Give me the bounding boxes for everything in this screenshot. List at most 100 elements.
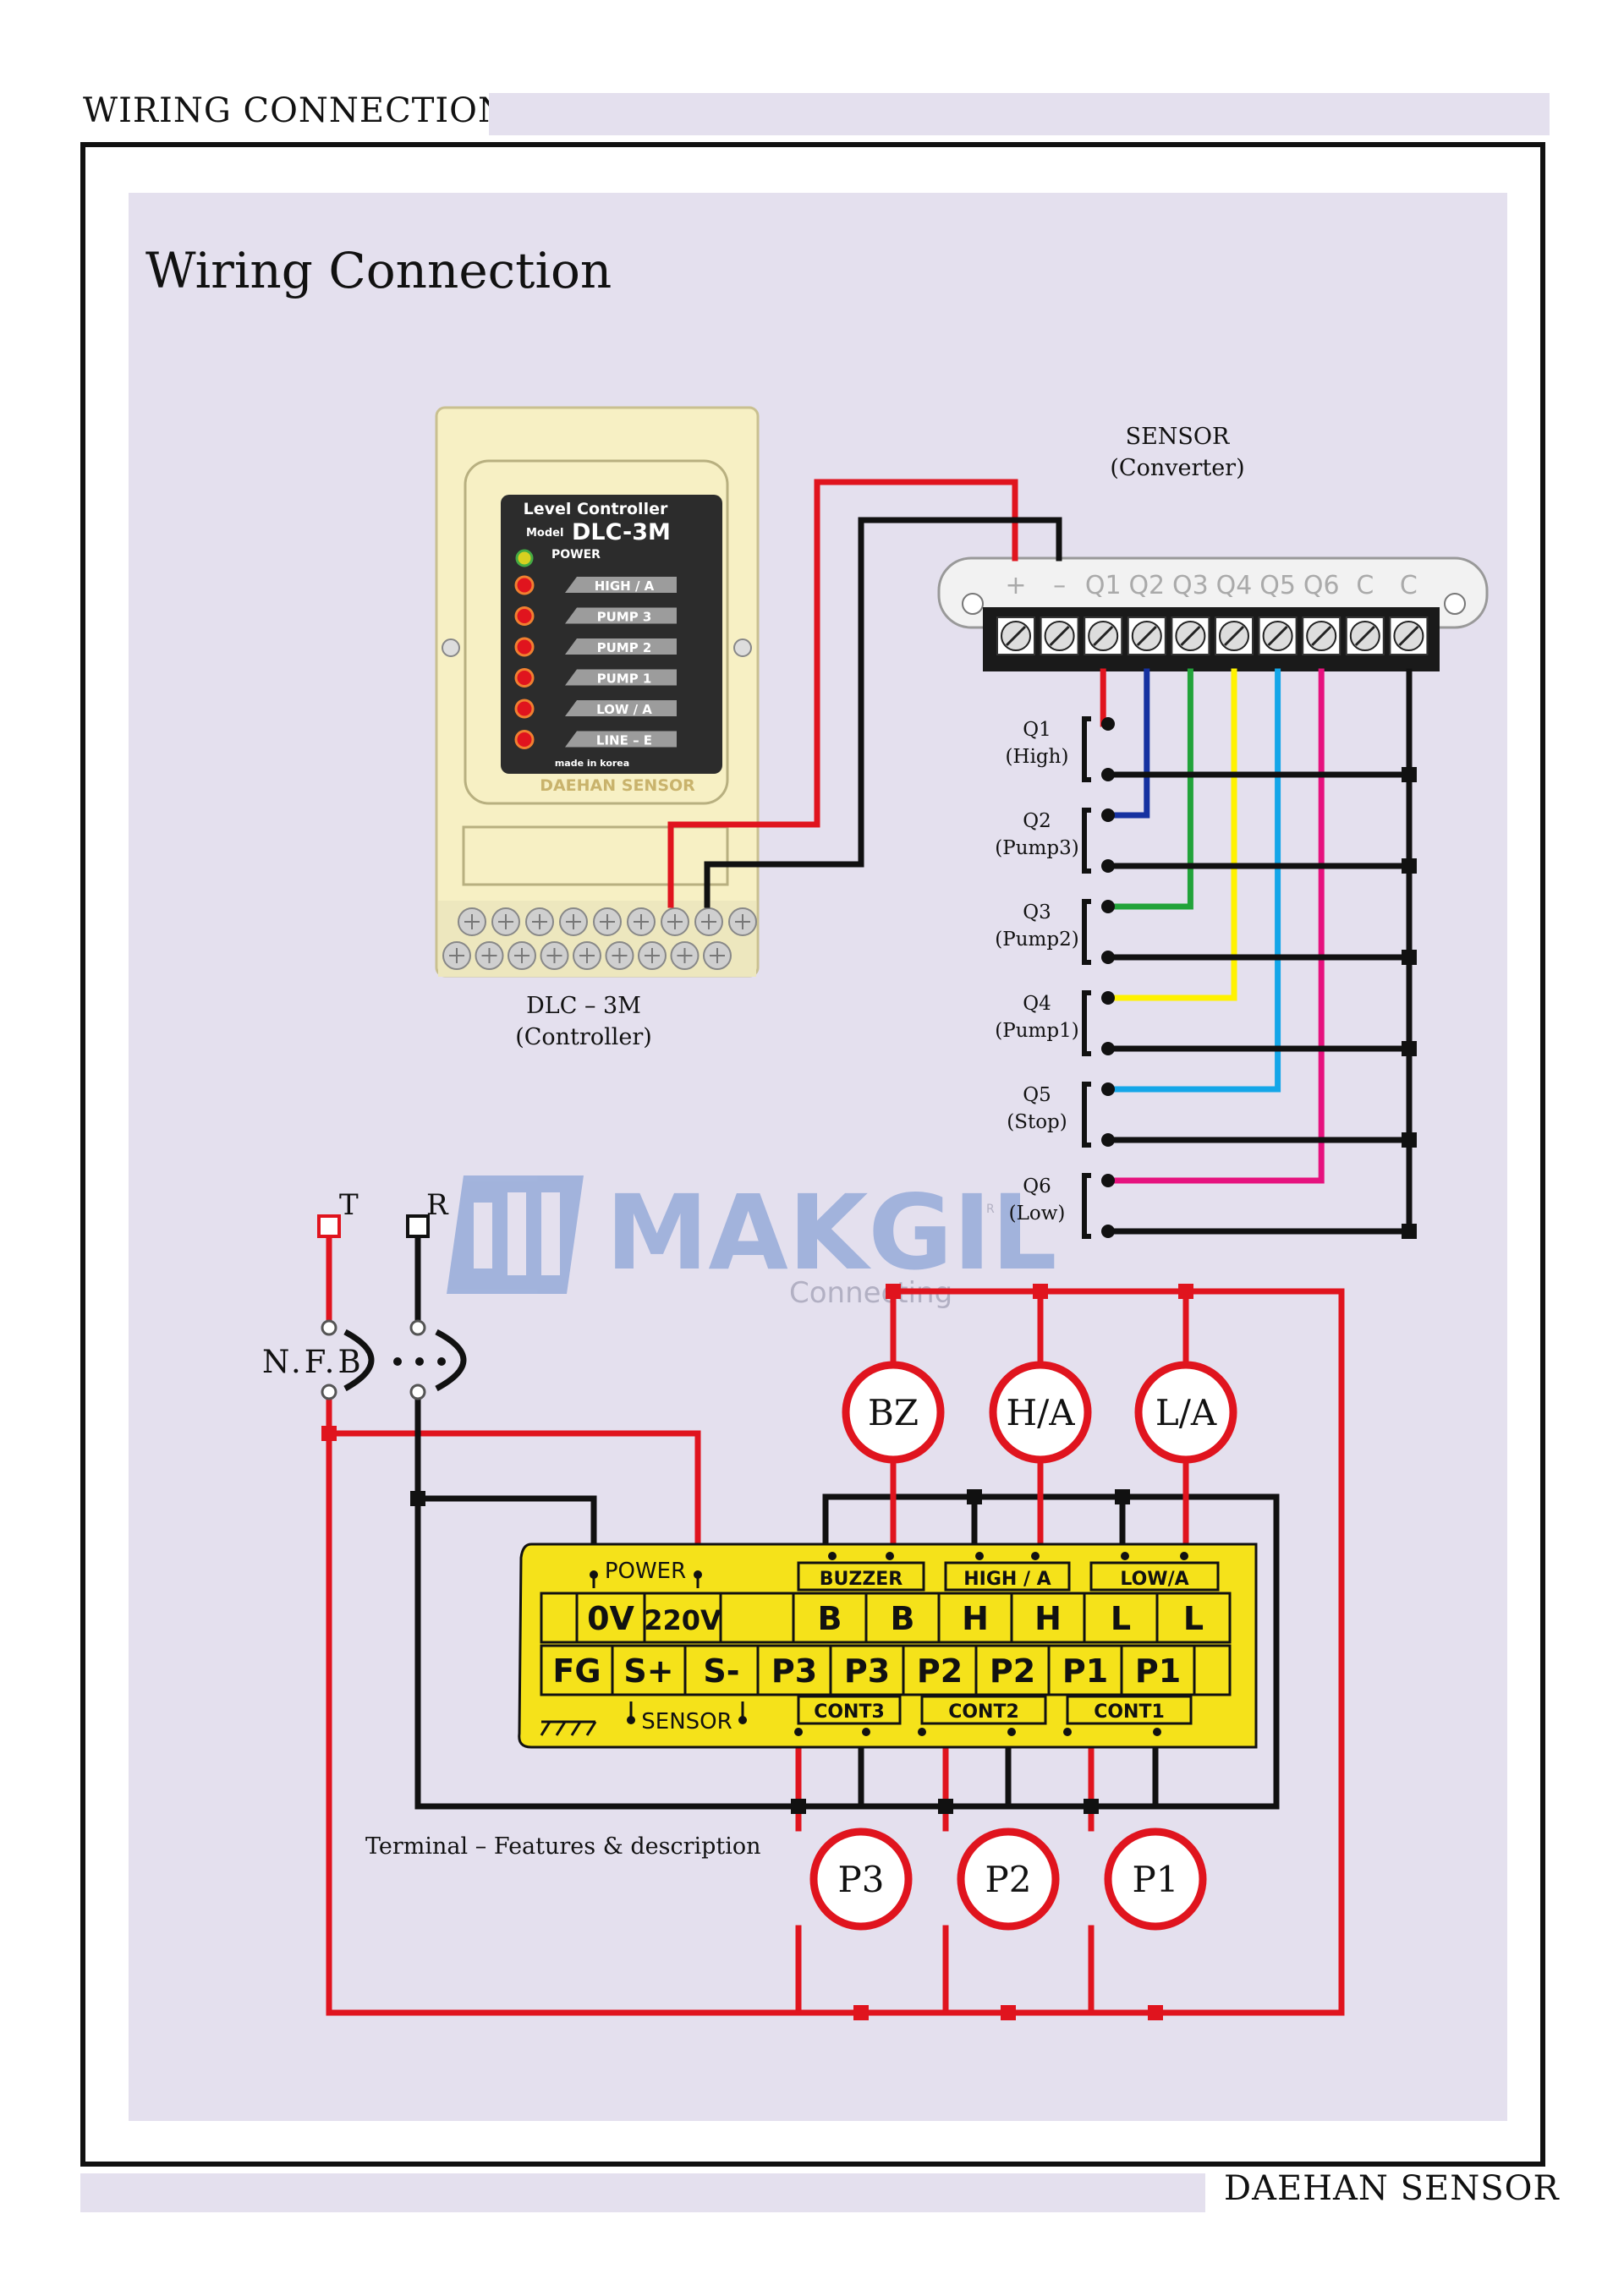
terminal-cell-label: B: [891, 1600, 915, 1637]
terminal-r-label: R: [426, 1188, 449, 1222]
switch-contact: [1082, 716, 1091, 782]
terminal-group-top-label: HIGH / A: [963, 1569, 1051, 1590]
sensor-terminal-label: Q2: [1128, 571, 1165, 600]
terminal-group-top-label: LOW/A: [1120, 1569, 1188, 1590]
terminal-cell: [864, 1592, 941, 1644]
terminal-cell: [792, 1592, 868, 1644]
sensor-terminal-label: C: [1400, 571, 1418, 600]
controller-maker: DAEHAN SENSOR: [540, 776, 695, 795]
terminal-cell-label: FG: [552, 1652, 601, 1690]
terminal-group-top-label: BUZZER: [820, 1569, 903, 1590]
wire-junction: [1402, 858, 1417, 874]
led-label-plate: [565, 669, 677, 686]
terminal-cell-label: P3: [844, 1652, 890, 1690]
terminal-sensor-label: SENSOR: [641, 1709, 732, 1734]
load-top-label: H/A: [1006, 1392, 1075, 1433]
led-label-plate: [565, 731, 677, 748]
wire: [414, 1395, 1280, 1810]
switch-name: Q4: [1023, 993, 1051, 1015]
terminal-group-bottom-label: CONT1: [1094, 1701, 1165, 1723]
terminal-cell: [540, 1592, 579, 1644]
wire-junction: [1178, 1284, 1193, 1299]
power-led: [515, 549, 534, 567]
wire: [414, 1495, 597, 1548]
switch-name: Q6: [1023, 1175, 1051, 1197]
wire-junction: [853, 2005, 869, 2020]
controller-model: DLC-3M: [572, 519, 671, 545]
terminal-cell: [829, 1644, 905, 1696]
controller-caption-role: (Controller): [515, 1024, 652, 1050]
switch-name: Q3: [1023, 901, 1051, 923]
load-top-label: BZ: [868, 1392, 919, 1433]
controller-led-label: PUMP 2: [597, 640, 652, 655]
watermark-registered-mark: R: [986, 1203, 995, 1216]
wire-junction: [1402, 1041, 1417, 1056]
power-source: T R N.F.B: [262, 1188, 467, 1400]
terminal-cell-label: 220V: [644, 1604, 721, 1636]
load-top: [842, 1361, 945, 1464]
controller-made-in: made in korea: [555, 758, 629, 769]
switch-desc: (Pump3): [995, 837, 1078, 859]
controller-led-label: HIGH / A: [595, 578, 655, 594]
wire-junction: [967, 1489, 982, 1504]
sensor-caption-role: (Converter): [1110, 455, 1244, 481]
sensor-terminal-label: +: [1005, 571, 1026, 600]
wire-junction: [1033, 1284, 1048, 1299]
sensor-terminal-screws: [996, 616, 1429, 655]
controller-power-label: POWER: [551, 548, 601, 562]
controller-model-label: Model: [526, 527, 563, 540]
load-bottom-label: P2: [985, 1859, 1032, 1900]
switch-desc: (Low): [1009, 1203, 1066, 1225]
switch-desc: (Pump1): [995, 1020, 1078, 1042]
controller-terminal-screws: [438, 901, 757, 977]
load-bottom: [957, 1827, 1060, 1931]
wire: [1105, 668, 1237, 1001]
sensor-caption: SENSOR: [1126, 424, 1230, 450]
load-bottom-label: P3: [838, 1859, 885, 1900]
switch-contact: [1082, 1173, 1091, 1239]
load-top-label: L/A: [1155, 1392, 1217, 1433]
load-top: [1134, 1361, 1237, 1464]
wire-junction: [886, 1284, 901, 1299]
panel-title: Wiring Connection: [145, 242, 612, 299]
wire: [704, 517, 1062, 908]
wire: [667, 479, 1018, 908]
load-bottom-label: P1: [1133, 1859, 1179, 1900]
terminal-cell: [1120, 1644, 1196, 1696]
terminal-cell-label: L: [1111, 1600, 1131, 1637]
terminal-cell: [611, 1644, 687, 1696]
wire-junction: [1115, 1489, 1130, 1504]
level-switches: Q1(High)Q2(Pump3)Q3(Pump2)Q4(Pump1)Q5(St…: [995, 716, 1115, 1239]
controller-led-label: LINE – E: [596, 733, 652, 748]
terminal-cell: [902, 1644, 978, 1696]
wire: [1100, 668, 1111, 727]
switch-desc: (Pump2): [995, 929, 1078, 951]
terminal-cell: [719, 1592, 795, 1644]
controller-led: [514, 575, 535, 595]
terminal-group-bottom: [920, 1695, 1047, 1725]
watermark-brand: MAKGIL: [606, 1173, 1057, 1293]
wire-junction: [1402, 1132, 1417, 1148]
switch-contact: [1082, 899, 1091, 965]
wire-junction: [410, 1491, 425, 1506]
terminal-group-bottom: [797, 1695, 902, 1725]
header-title: WIRING CONNECTION: [83, 91, 508, 130]
terminal-cell: [1155, 1592, 1232, 1644]
controller-led: [514, 606, 535, 626]
terminal-cell: [1083, 1592, 1159, 1644]
wire: [1105, 668, 1281, 1093]
controller-led: [514, 730, 535, 749]
controller-led-label: LOW / A: [596, 702, 652, 717]
wire: [1105, 668, 1150, 819]
led-label-plate: [565, 607, 677, 624]
terminal-cell-label: S+: [623, 1652, 673, 1690]
terminal-cell-label: B: [818, 1600, 842, 1637]
footer-band: [80, 2173, 1205, 2212]
breaker-label: N.F.B: [262, 1344, 365, 1380]
wire-junction: [1148, 2005, 1163, 2020]
